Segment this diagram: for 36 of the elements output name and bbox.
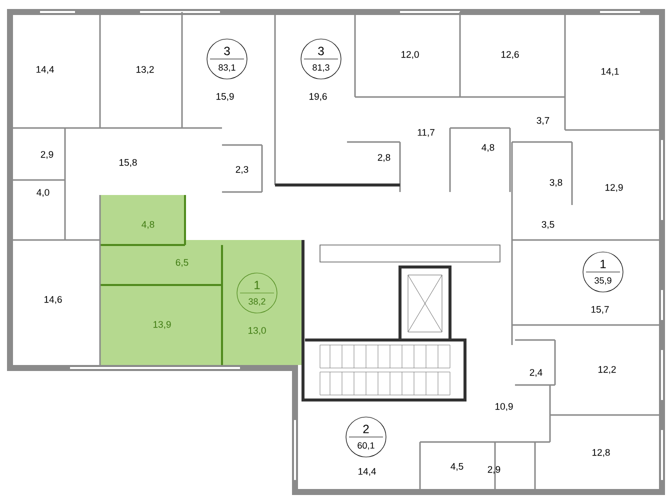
- room-area: 3,8: [550, 179, 562, 187]
- room-area: 19,6: [309, 93, 327, 101]
- room-area: 12,6: [501, 51, 519, 59]
- room-area: 10,9: [495, 403, 513, 411]
- room-area: 11,7: [418, 129, 434, 137]
- room-area: 4,0: [36, 189, 50, 197]
- room-area: 2,9: [488, 466, 500, 474]
- room-area: 15,7: [591, 306, 609, 314]
- room-area: 2,4: [530, 369, 542, 377]
- room-area: 13,2: [136, 66, 154, 74]
- room-area: 14,4: [358, 468, 376, 476]
- apartment-badge: 1 38,2: [236, 272, 278, 314]
- room-area: 13,0: [248, 327, 266, 335]
- apartment-badge: 2 60,1: [346, 416, 386, 458]
- apartment-badge: 3 83,1: [206, 38, 248, 80]
- room-area: 12,2: [598, 366, 616, 374]
- room-area: 12,0: [401, 51, 419, 59]
- room-area: 4,8: [142, 221, 154, 229]
- room-area: 3,5: [542, 221, 554, 229]
- room-area: 4,8: [482, 144, 494, 152]
- room-area: 2,3: [236, 166, 248, 174]
- room-area: 14,1: [601, 68, 619, 76]
- room-area: 14,6: [44, 296, 62, 304]
- room-area: 12,9: [605, 184, 623, 192]
- room-area: 4,5: [450, 463, 464, 471]
- room-area: 2,9: [40, 151, 54, 159]
- apartment-badge: 3 81,3: [300, 38, 342, 80]
- room-area: 13,9: [153, 321, 171, 329]
- room-area: 15,9: [216, 93, 234, 101]
- room-area: 6,5: [176, 259, 188, 267]
- apartment-badge: 1 35,9: [582, 252, 624, 292]
- room-area: 3,7: [536, 117, 550, 125]
- room-area: 14,4: [36, 66, 54, 74]
- room-area: 12,8: [592, 449, 610, 457]
- room-area: 15,8: [119, 159, 137, 167]
- room-area: 2,8: [378, 154, 390, 162]
